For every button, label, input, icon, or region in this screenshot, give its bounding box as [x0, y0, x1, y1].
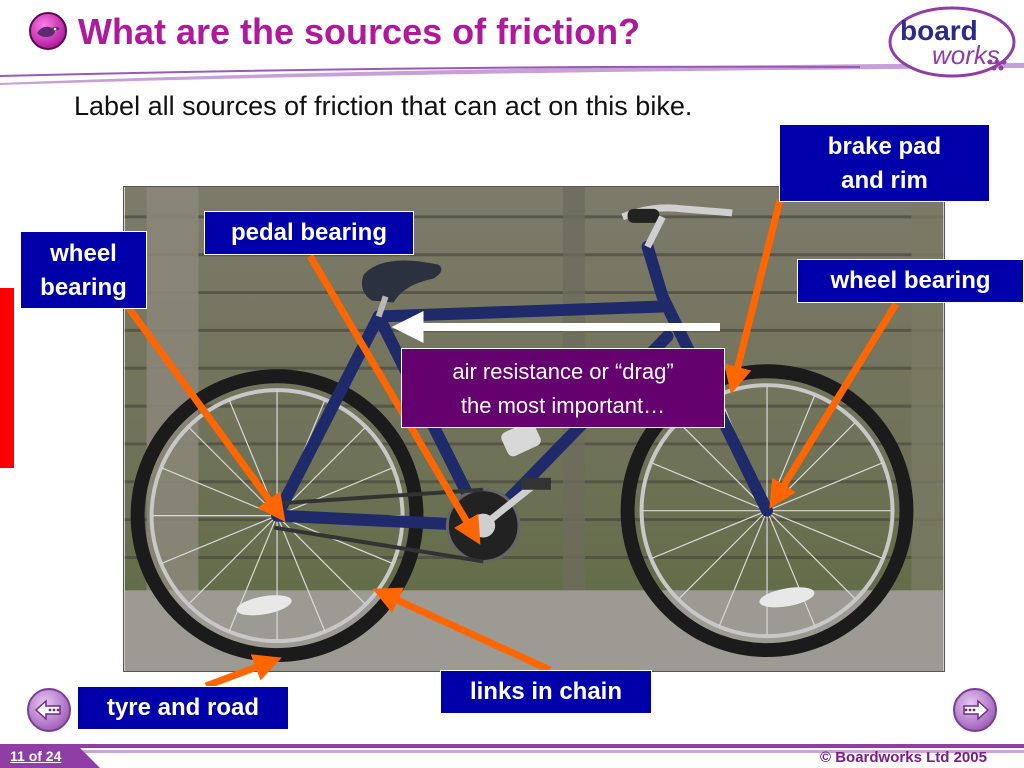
slide-counter[interactable]: 11 of 24 — [10, 748, 62, 764]
label-brake-line-2: and rim — [841, 167, 928, 194]
next-arrow-icon — [963, 699, 990, 721]
label-air-line-2: the most important… — [460, 393, 666, 418]
label-air-line-1: air resistance or “drag” — [452, 359, 674, 384]
label-wheel-left-line-2: bearing — [40, 274, 127, 301]
next-slide-button[interactable] — [952, 687, 998, 733]
slide-subtitle: Label all sources of friction that can a… — [74, 91, 693, 121]
label-air-resistance: air resistance or “drag” the most import… — [401, 348, 725, 428]
left-accent-bar — [0, 288, 14, 468]
prev-arrow-icon — [34, 699, 61, 721]
label-pedal-bearing: pedal bearing — [204, 211, 414, 255]
prev-slide-button[interactable] — [26, 687, 72, 733]
label-links-in-chain: links in chain — [440, 670, 652, 714]
label-brake-line-1: brake pad — [827, 133, 942, 160]
title-bird-icon — [29, 12, 67, 50]
slide-title: What are the sources of friction? — [78, 11, 641, 52]
label-wheel-bearing-right: wheel bearing — [797, 259, 1024, 303]
footer-bar — [0, 744, 1024, 768]
label-brake-pad-and-rim: brake pad and rim — [779, 124, 990, 202]
label-wheel-left-line-1: wheel — [50, 240, 117, 267]
label-wheel-bearing-left: wheel bearing — [20, 231, 147, 309]
label-tyre-and-road: tyre and road — [77, 686, 289, 730]
title-underline — [0, 63, 1024, 85]
copyright-text: © Boardworks Ltd 2005 — [820, 749, 987, 766]
logo-text-works: works — [932, 40, 1000, 70]
boardworks-logo: board works — [888, 6, 1016, 78]
logo-text-board: board — [900, 15, 978, 46]
